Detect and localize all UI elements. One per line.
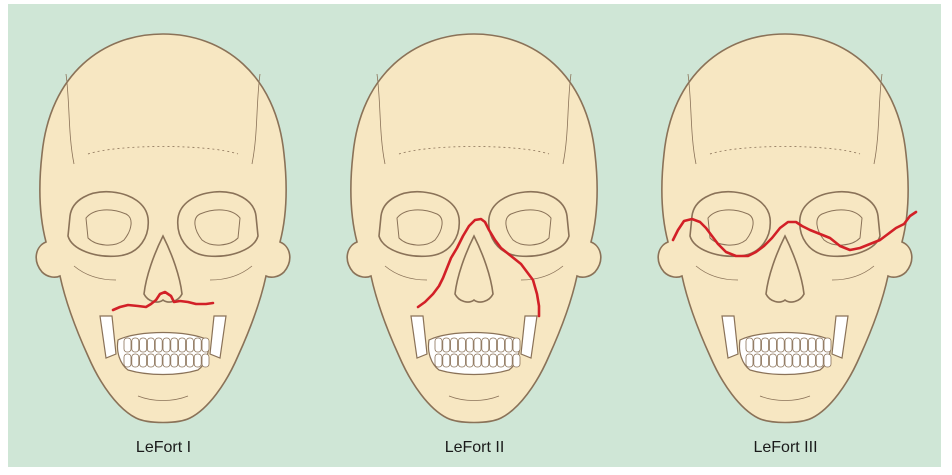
- skull-illustration-lefort-3: [630, 4, 941, 467]
- lower-tooth: [801, 354, 808, 367]
- lower-tooth: [497, 354, 504, 367]
- upper-tooth: [490, 338, 497, 352]
- lower-tooth: [147, 354, 154, 367]
- upper-tooth: [132, 338, 139, 352]
- upper-tooth: [186, 338, 193, 352]
- upper-tooth: [171, 338, 178, 352]
- skull-illustration-lefort-2: [319, 4, 630, 467]
- teeth: [428, 333, 520, 375]
- lower-tooth: [824, 354, 831, 367]
- lower-tooth: [816, 354, 823, 367]
- lower-tooth: [754, 354, 761, 367]
- upper-tooth: [816, 338, 823, 352]
- upper-tooth: [824, 338, 831, 352]
- lower-tooth: [179, 354, 186, 367]
- upper-tooth: [458, 338, 465, 352]
- lower-tooth: [194, 354, 201, 367]
- upper-tooth: [801, 338, 808, 352]
- upper-tooth: [124, 338, 131, 352]
- lower-tooth: [132, 354, 139, 367]
- upper-tooth: [777, 338, 784, 352]
- upper-tooth: [482, 338, 489, 352]
- caption-lefort-3: LeFort III: [630, 439, 941, 457]
- lower-tooth: [808, 354, 815, 367]
- lower-tooth: [505, 354, 512, 367]
- lower-tooth: [769, 354, 776, 367]
- left-orbit: [379, 192, 459, 257]
- lower-tooth: [490, 354, 497, 367]
- lower-tooth: [435, 354, 442, 367]
- upper-tooth: [769, 338, 776, 352]
- right-orbit: [178, 192, 258, 257]
- upper-tooth: [443, 338, 450, 352]
- upper-tooth: [785, 338, 792, 352]
- upper-tooth: [466, 338, 473, 352]
- upper-tooth: [140, 338, 147, 352]
- upper-tooth: [163, 338, 170, 352]
- upper-tooth: [202, 338, 209, 352]
- upper-tooth: [147, 338, 154, 352]
- lower-tooth: [458, 354, 465, 367]
- lower-tooth: [762, 354, 769, 367]
- upper-tooth: [474, 338, 481, 352]
- upper-tooth: [505, 338, 512, 352]
- upper-tooth: [754, 338, 761, 352]
- lower-tooth: [785, 354, 792, 367]
- lower-tooth: [482, 354, 489, 367]
- panel-lefort-3: LeFort III: [630, 4, 941, 467]
- lower-tooth: [140, 354, 147, 367]
- upper-tooth: [497, 338, 504, 352]
- diagram-frame: LeFort I LeFort II LeFort III: [8, 4, 942, 467]
- lower-tooth: [793, 354, 800, 367]
- upper-tooth: [746, 338, 753, 352]
- upper-tooth: [179, 338, 186, 352]
- lower-tooth: [746, 354, 753, 367]
- upper-tooth: [435, 338, 442, 352]
- caption-lefort-2: LeFort II: [319, 439, 630, 457]
- lower-tooth: [777, 354, 784, 367]
- left-orbit: [68, 192, 148, 257]
- lower-tooth: [513, 354, 520, 367]
- lower-tooth: [155, 354, 162, 367]
- upper-tooth: [513, 338, 520, 352]
- lower-tooth: [186, 354, 193, 367]
- panel-lefort-1: LeFort I: [8, 4, 319, 467]
- panel-lefort-2: LeFort II: [319, 4, 630, 467]
- lower-tooth: [474, 354, 481, 367]
- upper-tooth: [793, 338, 800, 352]
- upper-tooth: [194, 338, 201, 352]
- upper-tooth: [451, 338, 458, 352]
- lower-tooth: [466, 354, 473, 367]
- lower-tooth: [124, 354, 131, 367]
- lower-tooth: [443, 354, 450, 367]
- lower-tooth: [171, 354, 178, 367]
- upper-tooth: [155, 338, 162, 352]
- teeth: [117, 333, 209, 375]
- lower-tooth: [163, 354, 170, 367]
- upper-tooth: [762, 338, 769, 352]
- teeth: [739, 333, 831, 375]
- lower-tooth: [202, 354, 209, 367]
- lower-tooth: [451, 354, 458, 367]
- caption-lefort-1: LeFort I: [8, 439, 319, 457]
- upper-tooth: [808, 338, 815, 352]
- skull-illustration-lefort-1: [8, 4, 319, 467]
